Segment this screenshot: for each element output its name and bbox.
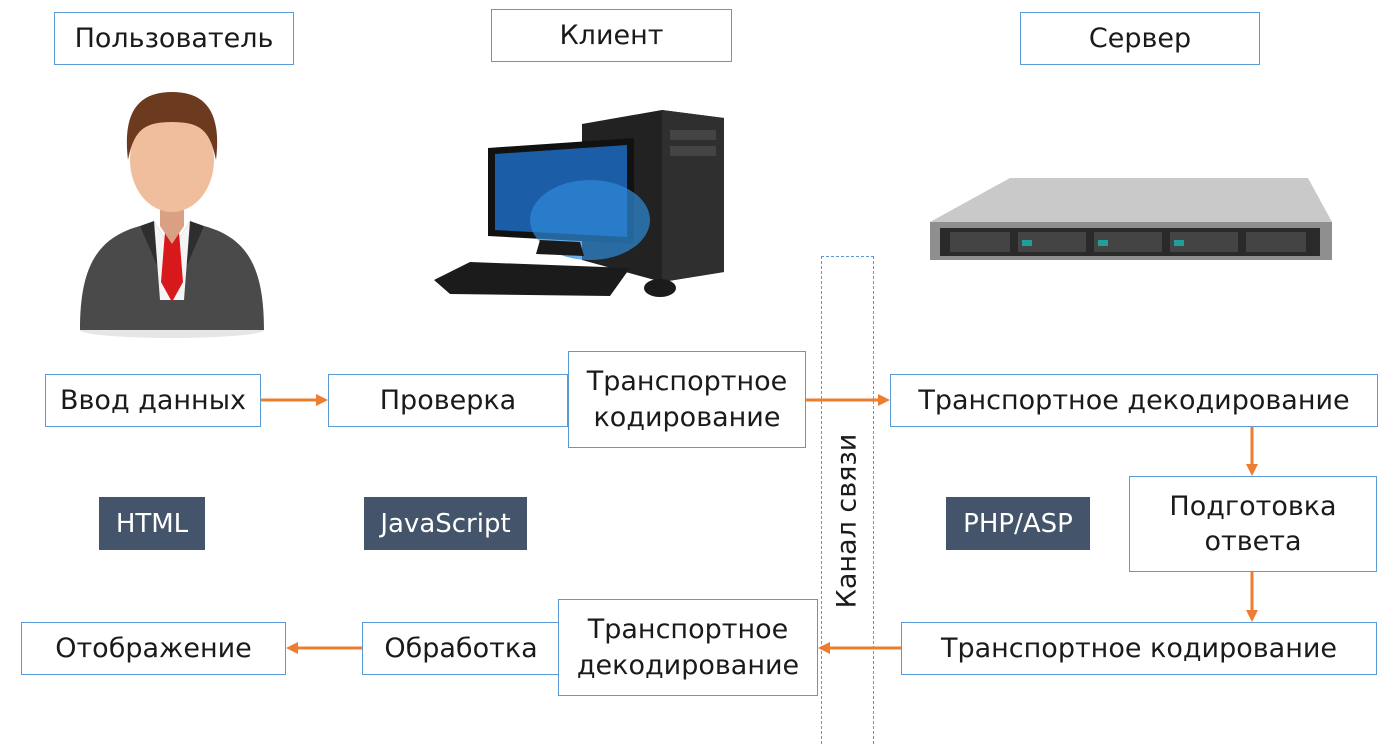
channel-column bbox=[821, 256, 874, 744]
header-server: Сервер bbox=[1020, 12, 1260, 65]
user-avatar-icon bbox=[80, 92, 264, 338]
tag-html: HTML bbox=[99, 497, 205, 550]
tag-php-asp: PHP/ASP bbox=[946, 497, 1090, 550]
flow-arrows bbox=[261, 394, 1258, 654]
client-transport-decoding-box: Транспортное декодирование bbox=[558, 599, 818, 696]
response-prep-box: Подготовка ответа bbox=[1129, 476, 1377, 572]
desktop-computer-icon bbox=[434, 110, 724, 297]
tag-javascript: JavaScript bbox=[364, 497, 527, 550]
server-transport-encoding-box: Транспортное кодирование bbox=[901, 622, 1377, 675]
processing-box: Обработка bbox=[362, 622, 560, 675]
client-transport-encoding-box: Транспортное кодирование bbox=[568, 351, 806, 448]
display-box: Отображение bbox=[21, 622, 286, 675]
channel-label: Канал связи bbox=[831, 433, 863, 609]
header-user: Пользователь bbox=[54, 12, 294, 65]
rack-server-icon bbox=[930, 178, 1332, 260]
header-client: Клиент bbox=[491, 9, 732, 62]
input-box: Ввод данных bbox=[45, 374, 261, 427]
validation-box: Проверка bbox=[328, 374, 568, 427]
server-transport-decoding-box: Транспортное декодирование bbox=[890, 374, 1378, 427]
